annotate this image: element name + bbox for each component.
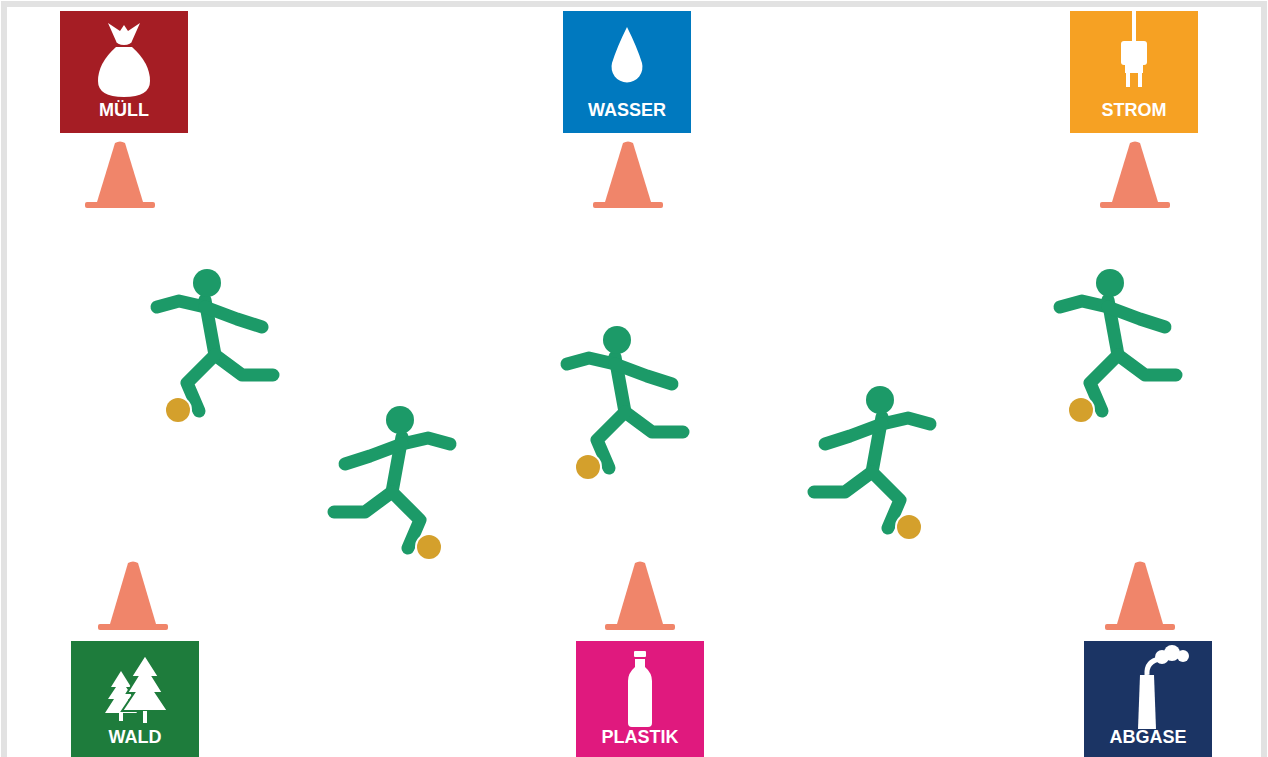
ball-outline (1067, 396, 1095, 424)
player-limb (345, 444, 402, 464)
player-limb (872, 472, 900, 528)
ball (576, 455, 600, 479)
tile-label: STROM (1070, 99, 1198, 121)
cone-base (593, 202, 663, 208)
ball-outline (895, 513, 923, 541)
frame (4, 4, 1264, 757)
player-limb (215, 355, 273, 375)
cone-body (110, 562, 156, 625)
tile-label: WASSER (563, 99, 691, 121)
players (157, 269, 1176, 561)
cone (1105, 562, 1175, 631)
cone (98, 562, 168, 631)
cone-base (1105, 624, 1175, 630)
cone-body (1112, 142, 1158, 203)
player-limb (402, 438, 450, 444)
cone-body (1117, 562, 1163, 625)
plastic-tile: PLASTIK (576, 641, 704, 757)
power-tile: STROM (1070, 11, 1198, 133)
ball (897, 515, 921, 539)
water-tile: WASSER (563, 11, 691, 133)
player-head (866, 386, 894, 414)
player-figure (157, 269, 273, 424)
player-limb (567, 358, 615, 364)
cone-base (85, 202, 155, 208)
ball-outline (574, 453, 602, 481)
player-figure (334, 406, 450, 561)
cones (85, 142, 1175, 631)
cone (605, 562, 675, 631)
cone-body (617, 562, 663, 625)
tile-label: PLASTIK (576, 726, 704, 748)
player-limb (334, 492, 392, 512)
cone-base (605, 624, 675, 630)
player-limb (1060, 301, 1108, 307)
ball (417, 535, 441, 559)
cone (1100, 142, 1170, 209)
tile-label: ABGASE (1084, 726, 1212, 748)
tile-label: WALD (71, 726, 199, 748)
player-limb (825, 424, 882, 444)
player-limb (882, 418, 930, 424)
player-figure (814, 386, 930, 541)
player-limb (615, 364, 672, 384)
forest-tile: WALD (71, 641, 199, 757)
ball-outline (164, 396, 192, 424)
player-limb (625, 412, 683, 432)
player-head (193, 269, 221, 297)
player-limb (157, 301, 205, 307)
player-limb (205, 307, 262, 327)
ball (166, 398, 190, 422)
player-figure (1060, 269, 1176, 424)
player-limb (1118, 355, 1176, 375)
player-head (1096, 269, 1124, 297)
cone (593, 142, 663, 209)
player-limb (1108, 307, 1165, 327)
player-limb (392, 492, 420, 548)
player-head (386, 406, 414, 434)
cone-body (97, 142, 143, 203)
player-head (603, 326, 631, 354)
cone-base (98, 624, 168, 630)
cone (85, 142, 155, 209)
ball (1069, 398, 1093, 422)
player-limb (597, 412, 625, 468)
ball-outline (415, 533, 443, 561)
player-limb (1090, 355, 1118, 411)
player-figure (567, 326, 683, 481)
cone-base (1100, 202, 1170, 208)
player-limb (187, 355, 215, 411)
waste-tile: MÜLL (60, 11, 188, 133)
cone-body (605, 142, 651, 203)
exhaust-tile: ABGASE (1084, 641, 1212, 757)
tile-label: MÜLL (60, 99, 188, 121)
player-limb (814, 472, 872, 492)
